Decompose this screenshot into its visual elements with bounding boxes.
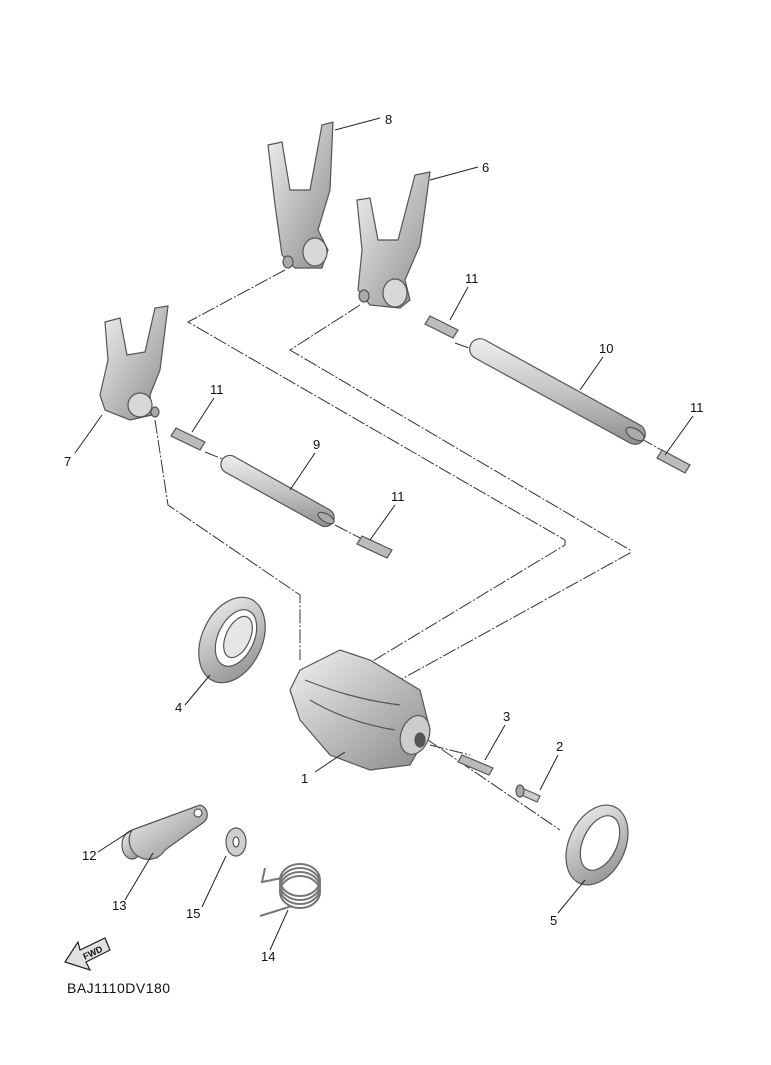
callout-3: 3 <box>503 709 510 724</box>
washer-15 <box>225 827 247 857</box>
pins-11 <box>170 315 691 559</box>
torsion-spring-13 <box>259 863 321 917</box>
shift-fork-7 <box>99 305 169 421</box>
callout-5: 5 <box>550 913 557 928</box>
diagram-code: BAJ1110DV180 <box>67 980 171 996</box>
callout-4: 4 <box>175 700 182 715</box>
shift-rod-9 <box>220 454 335 528</box>
assembly-lines <box>154 269 666 831</box>
shift-fork-8 <box>267 121 334 269</box>
callout-13: 14 <box>261 949 275 964</box>
shift-fork-6 <box>356 171 431 309</box>
callout-leaders <box>74 117 694 951</box>
shift-drum-1 <box>289 649 431 771</box>
callout-2: 2 <box>556 739 563 754</box>
callout-8: 8 <box>385 112 392 127</box>
screw-2 <box>515 784 541 803</box>
callout-10: 10 <box>599 341 613 356</box>
callout-15: 15 <box>186 906 200 921</box>
shift-rod-10 <box>469 338 646 445</box>
callout-12: 13 <box>112 898 126 913</box>
callout-14: 12 <box>82 848 96 863</box>
callout-11: 11 <box>210 382 224 397</box>
callout-1: 1 <box>301 771 308 786</box>
pin-3 <box>457 754 494 776</box>
oil-seal-5 <box>565 804 629 886</box>
callout-6: 6 <box>482 160 489 175</box>
callout-labels: 8 6 7 11 10 11 11 9 11 4 1 3 2 5 12 13 1… <box>64 112 704 964</box>
callout-7: 7 <box>64 454 71 469</box>
bearing-4 <box>198 596 266 684</box>
callout-11: 11 <box>391 489 405 504</box>
stopper-lever-12 <box>128 804 208 860</box>
callout-11: 11 <box>690 400 704 415</box>
callout-9: 9 <box>313 437 320 452</box>
fwd-arrow-icon: FWD <box>64 937 111 972</box>
callout-11: 11 <box>465 271 479 286</box>
